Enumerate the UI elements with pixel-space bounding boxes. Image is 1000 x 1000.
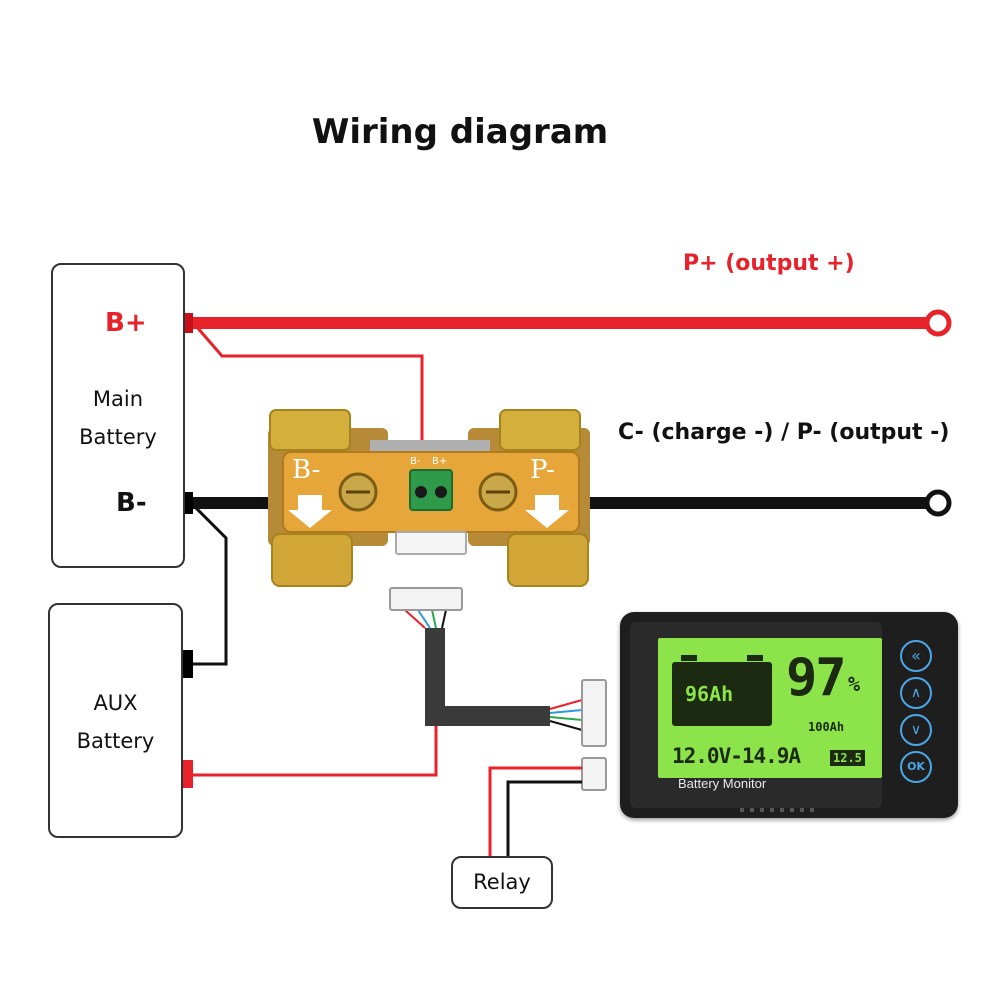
terminal-b-minus-label: B- [410,456,421,467]
shunt-p-minus-mark: P- [530,455,555,485]
aux-positive-post [181,760,193,788]
aux-battery-line1: AUX [93,691,138,715]
p-minus-ring-terminal [924,489,952,517]
aux-negative-post [181,650,193,678]
aux-battery-line2: Battery [76,729,155,753]
main-battery-line1: Main [92,387,144,411]
lcd-battery-voltage-icon: 12.5 [830,750,865,766]
aux-positive-wire [190,722,438,777]
cable-harness-vertical [425,628,445,726]
aux-battery-box [48,603,183,838]
aux-negative-wire [190,506,228,666]
main-battery-line2: Battery [79,425,157,449]
monitor-vents [740,808,820,812]
shunt [268,409,590,587]
monitor-label: Battery Monitor [678,776,767,791]
lcd-percent-sign: % [848,672,861,696]
lcd-screen: 96Ah 97 % 100Ah 12.0V-14.9A 12.5 [658,638,882,778]
p-plus-wire [186,317,938,329]
b-plus-label: B+ [105,308,147,338]
b-minus-post [183,492,193,514]
back-icon[interactable]: « [900,640,932,672]
relay-box: Relay [451,856,553,909]
b-plus-sense-wire [194,325,424,462]
p-minus-wire [590,497,938,509]
lcd-voltage-current: 12.0V-14.9A [672,744,801,768]
lcd-battery-icon: 96Ah [672,655,772,726]
ok-button[interactable]: OK [900,751,932,783]
b-minus-label: B- [116,488,147,518]
down-icon[interactable]: ∨ [900,714,932,746]
lcd-battery-terminal-left [681,655,697,661]
main-battery-box [51,263,185,568]
p-plus-output-label: P+ (output +) [683,251,855,276]
battery-monitor: 96Ah 97 % 100Ah 12.0V-14.9A 12.5 Battery… [620,612,958,818]
diagram-title: Wiring diagram [311,112,609,152]
harness-connector-shunt [389,587,463,611]
harness-connector-monitor [581,679,607,747]
b-plus-post [183,313,193,333]
main-battery-label: Main Battery [51,380,185,456]
relay-connector [581,757,607,791]
relay-red-wire [488,766,582,858]
c-minus-p-minus-label: C- (charge -) / P- (output -) [618,420,950,445]
up-icon[interactable]: ∧ [900,677,932,709]
relay-black-wire [506,780,582,858]
p-plus-ring-terminal [924,309,952,337]
b-minus-wire [186,497,271,509]
cable-harness-horizontal [425,706,550,726]
lcd-percent: 97 [786,648,847,708]
lcd-battery-terminal-right [747,655,763,661]
lcd-total-capacity: 100Ah [808,720,845,734]
aux-battery-label: AUX Battery [48,684,183,760]
terminal-b-plus-label: B+ [432,456,448,467]
shunt-b-minus-mark: B- [292,455,321,485]
lcd-capacity-remaining: 96Ah [685,682,734,706]
